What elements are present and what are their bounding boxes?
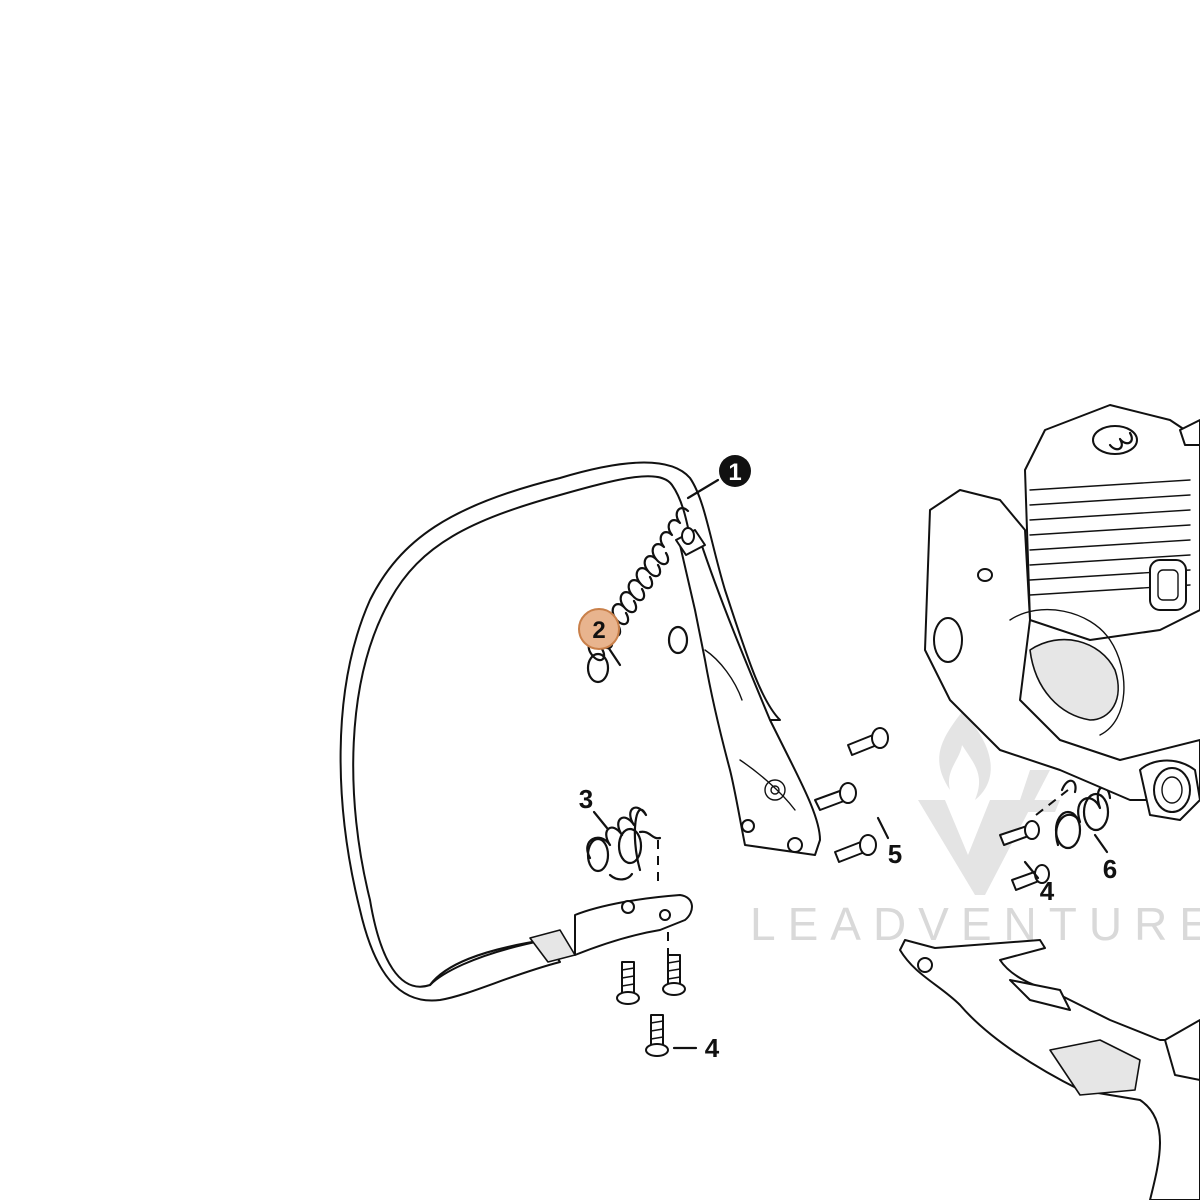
callout-1-label: 1 xyxy=(728,459,741,486)
callout-1[interactable]: 1 xyxy=(719,455,751,487)
handle-bracket xyxy=(675,527,821,856)
callout-4-label-right[interactable]: 4 xyxy=(1040,876,1055,906)
callout-2-highlighted[interactable]: 2 xyxy=(578,608,620,650)
handle-bar xyxy=(339,461,781,1002)
spring-2 xyxy=(586,507,690,684)
callout-3-label[interactable]: 3 xyxy=(579,784,593,814)
chassis-plate xyxy=(899,939,1200,1200)
spring-3 xyxy=(586,806,662,888)
callout-4-label-left[interactable]: 4 xyxy=(705,1033,720,1063)
screw-a xyxy=(616,961,640,1005)
handle-foot xyxy=(529,894,693,963)
screw-group-5 xyxy=(814,727,889,863)
screw-c xyxy=(645,1014,669,1057)
callout-5-label[interactable]: 5 xyxy=(888,839,902,869)
watermark: LEADVENTURE xyxy=(750,712,1200,950)
watermark-logo-icon xyxy=(918,712,1060,895)
callout-6-label[interactable]: 6 xyxy=(1103,854,1117,884)
engine-assembly xyxy=(924,404,1200,821)
watermark-text: LEADVENTURE xyxy=(750,898,1200,950)
callout-2-label: 2 xyxy=(592,617,605,644)
screw-b xyxy=(662,954,686,996)
